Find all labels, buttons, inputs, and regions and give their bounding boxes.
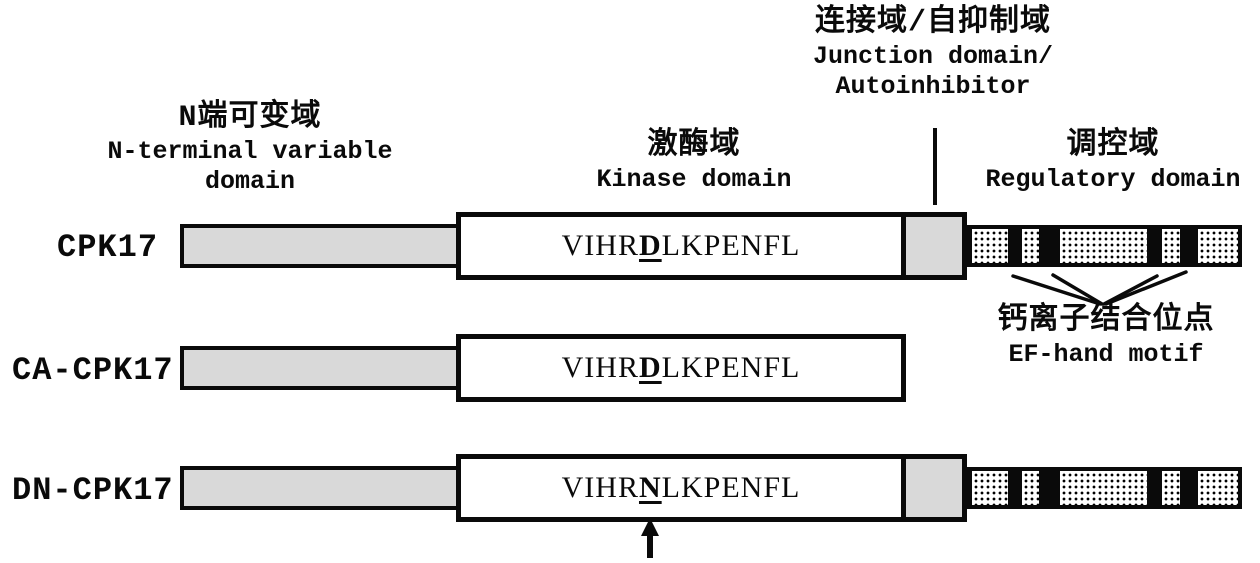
ef-hand-segment xyxy=(1198,229,1238,263)
ef-hand-segment xyxy=(1162,229,1180,263)
junction-callout-line xyxy=(933,128,937,205)
n-terminal-domain-bar-ca-cpk17 xyxy=(180,346,461,390)
sequence-post: LKPENFL xyxy=(661,229,801,262)
kinase-sequence-dn-cpk17: VIHRNLKPENFL xyxy=(562,471,801,505)
ef-hand-segment xyxy=(972,229,1008,263)
ef-hand-segment xyxy=(1198,471,1238,505)
junction-domain-box-cpk17 xyxy=(901,212,967,280)
kinase-label-zh: 激酶域 xyxy=(647,129,741,163)
n-terminal-label-en-line1: N-terminal variable xyxy=(107,136,393,166)
sequence-mutation-site: D xyxy=(638,229,662,262)
kinase-domain-box-dn-cpk17: VIHRNLKPENFL xyxy=(456,454,906,522)
row-label-dn-cpk17: DN-CPK17 xyxy=(12,472,174,509)
ef-hand-segment xyxy=(972,471,1008,505)
junction-label-en-line2: Autoinhibitor xyxy=(835,72,1031,102)
ef-hand-segment xyxy=(1060,229,1147,263)
kinase-domain-box-ca-cpk17: VIHRDLKPENFL xyxy=(456,334,906,402)
n-terminal-domain-bar-cpk17 xyxy=(180,224,461,268)
sequence-pre: VIHR xyxy=(561,351,639,384)
sequence-post: LKPENFL xyxy=(661,351,801,384)
ef-hand-label: 钙离子结合位点 EF-hand motif xyxy=(956,303,1256,370)
junction-domain-label: 连接域/自抑制域 Junction domain/ Autoinhibitor xyxy=(763,5,1103,103)
ef-hand-segment xyxy=(1060,471,1147,505)
ef-hand-label-zh: 钙离子结合位点 xyxy=(997,304,1215,338)
sequence-mutation-site: D xyxy=(638,351,662,384)
regulatory-label-en: Regulatory domain xyxy=(985,164,1241,194)
ef-hand-label-en: EF-hand motif xyxy=(1008,339,1204,369)
regulatory-domain-bar-dn-cpk17 xyxy=(965,467,1242,509)
junction-label-en-line1: Junction domain/ xyxy=(812,41,1054,71)
ef-hand-callout-lines xyxy=(1011,270,1188,306)
row-label-cpk17: CPK17 xyxy=(57,229,159,266)
ef-hand-segment xyxy=(1022,229,1039,263)
junction-domain-box-dn-cpk17 xyxy=(901,454,967,522)
kinase-label-en: Kinase domain xyxy=(596,164,792,194)
sequence-mutation-site: N xyxy=(638,471,662,504)
mutation-arrow-icon xyxy=(641,518,659,558)
ef-hand-segment xyxy=(1022,471,1039,505)
kinase-domain-label: 激酶域 Kinase domain xyxy=(544,128,844,195)
n-terminal-label-zh: N端可变域 xyxy=(178,101,322,135)
sequence-post: LKPENFL xyxy=(661,471,801,504)
kinase-sequence-ca-cpk17: VIHRDLKPENFL xyxy=(562,351,801,385)
n-terminal-label-en-line2: domain xyxy=(204,167,295,197)
n-terminal-domain-bar-dn-cpk17 xyxy=(180,466,461,510)
sequence-pre: VIHR xyxy=(561,471,639,504)
ef-hand-segment xyxy=(1162,471,1180,505)
regulatory-domain-label: 调控域 Regulatory domain xyxy=(963,128,1260,195)
regulatory-domain-bar-cpk17 xyxy=(965,225,1242,267)
kinase-sequence-cpk17: VIHRDLKPENFL xyxy=(562,229,801,263)
kinase-domain-box-cpk17: VIHRDLKPENFL xyxy=(456,212,906,280)
junction-label-zh: 连接域/自抑制域 xyxy=(814,6,1051,40)
row-label-ca-cpk17: CA-CPK17 xyxy=(12,352,174,389)
sequence-pre: VIHR xyxy=(561,229,639,262)
n-terminal-domain-label: N端可变域 N-terminal variable domain xyxy=(90,100,410,198)
regulatory-label-zh: 调控域 xyxy=(1066,129,1160,163)
